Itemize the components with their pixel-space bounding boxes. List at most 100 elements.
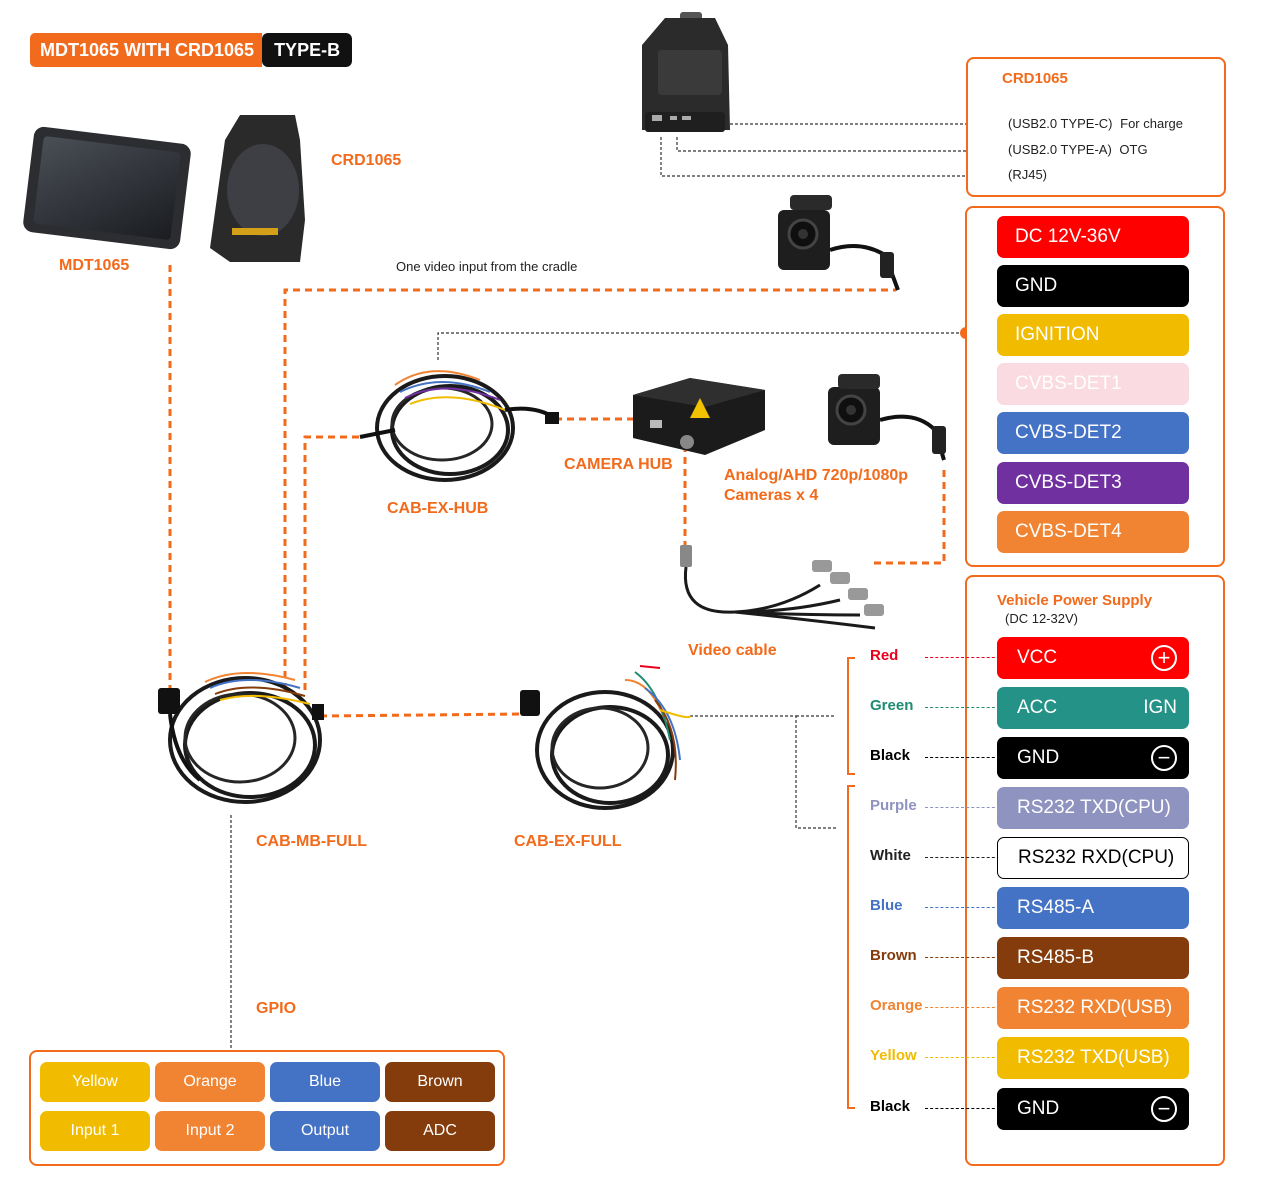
hub-item-cvbs4-label: CVBS-DET4	[1015, 521, 1122, 542]
power-pin-2: GND −	[997, 737, 1189, 779]
hub-item-ignition-label: IGNITION	[1015, 324, 1100, 345]
port-usb-a: (USB2.0 TYPE-A) OTG	[1008, 142, 1148, 157]
port-usb-a-note: OTG	[1119, 142, 1148, 157]
ex-full-wire-a	[690, 715, 836, 829]
power-pin-label-3: RS232 TXD(CPU)	[1017, 797, 1171, 818]
power-pin-label-5: RS485-A	[1017, 897, 1095, 918]
power-pin-label-9: GND	[1017, 1098, 1060, 1119]
cab-ex-full-label: CAB-EX-FULL	[514, 833, 622, 850]
tablet-image	[23, 126, 191, 250]
power-pin-label-7: RS232 RXD(USB)	[1017, 997, 1173, 1018]
power-box-subtitle: (DC 12-32V)	[1005, 611, 1078, 626]
cradle-image	[210, 115, 305, 262]
cab-ex-hub-cable-image	[359, 370, 559, 482]
wire-line-1	[925, 707, 1000, 708]
power-pin-label-0: VCC	[1017, 647, 1058, 668]
title-type-badge: TYPE-B	[262, 33, 353, 67]
wire-label-3: Purple	[870, 797, 917, 814]
hub-item-cvbs1-label: CVBS-DET1	[1015, 373, 1122, 394]
gpio-color-yellow: Yellow	[40, 1062, 150, 1102]
tablet-label: MDT1065	[59, 257, 130, 274]
cab-ex-full-cable-image	[520, 665, 691, 810]
mb-to-ex-wire	[319, 712, 526, 718]
cab-mb-full-label: CAB-MB-FULL	[256, 833, 368, 850]
hub-item-cvbs4: CVBS-DET4	[997, 511, 1189, 553]
gpio-label: GPIO	[256, 1000, 297, 1017]
camera-1-image	[778, 195, 900, 291]
wire-line-6	[925, 957, 1000, 958]
wire-line-5	[925, 907, 1000, 908]
gpio-color-brown: Brown	[385, 1062, 495, 1102]
signal-bracket	[847, 785, 855, 1109]
port-usb-c-note: For charge	[1120, 116, 1184, 131]
hub-item-gnd: GND	[997, 265, 1189, 307]
hub-item-dc: DC 12V-36V	[997, 216, 1189, 258]
crd1065-port-box: CRD1065	[966, 57, 1226, 197]
crd-box-title: CRD1065	[1002, 70, 1068, 87]
port-usb-c: (USB2.0 TYPE-C) For charge	[1008, 116, 1183, 131]
hub-harness-wire	[437, 332, 966, 360]
hub-cable-wire	[303, 435, 360, 690]
video-cable-label: Video cable	[688, 642, 777, 659]
minus-icon: −	[1151, 1096, 1177, 1122]
wire-label-2: Black	[870, 747, 911, 764]
camera-2-image	[828, 374, 946, 461]
wire-line-2	[925, 757, 1000, 758]
power-pin-5: RS485-A	[997, 887, 1189, 929]
power-pin-label-1: ACC	[1017, 697, 1058, 718]
power-pin-3: RS232 TXD(CPU)	[997, 787, 1189, 829]
power-pin-1: ACC IGN	[997, 687, 1189, 729]
wire-line-4	[925, 857, 1000, 858]
camera-hub-image	[633, 378, 765, 455]
video-cable-image	[680, 545, 884, 630]
hub-item-ignition: IGNITION	[997, 314, 1189, 356]
minus-icon: −	[1151, 745, 1177, 771]
hub-item-cvbs2: CVBS-DET2	[997, 412, 1189, 454]
cradle-rear-image	[642, 12, 730, 132]
power-pin-8: RS232 TXD(USB)	[997, 1037, 1189, 1079]
hub-item-cvbs3: CVBS-DET3	[997, 462, 1189, 504]
cradle-label: CRD1065	[331, 152, 402, 169]
title-main: MDT1065 WITH CRD1065	[30, 33, 263, 67]
gpio-func-input1: Input 1	[40, 1111, 150, 1151]
wire-label-9: Black	[870, 1098, 911, 1115]
gpio-func-input2: Input 2	[155, 1111, 265, 1151]
power-pin-4: RS232 RXD(CPU)	[997, 837, 1189, 879]
hub-item-gnd-label: GND	[1015, 275, 1058, 296]
video-input-note: One video input from the cradle	[396, 259, 578, 274]
wire-line-0	[925, 657, 1000, 658]
hub-item-dc-label: DC 12V-36V	[1015, 226, 1121, 247]
wire-line-3	[925, 807, 1000, 808]
wire-label-4: White	[870, 847, 911, 864]
power-pin-label-8: RS232 TXD(USB)	[1017, 1047, 1170, 1068]
power-pin-extra-1: IGN	[1143, 697, 1177, 718]
wire-label-1: Green	[870, 697, 914, 714]
wire-line-8	[925, 1057, 1000, 1058]
wire-label-7: Orange	[870, 997, 923, 1014]
usb-a-wire	[676, 137, 1008, 152]
gpio-color-blue: Blue	[270, 1062, 380, 1102]
cameras-label-line1: Analog/AHD 720p/1080p	[724, 467, 909, 484]
hub-item-cvbs3-label: CVBS-DET3	[1015, 472, 1122, 493]
wire-label-0: Red	[870, 647, 899, 664]
power-pin-label-4: RS232 RXD(CPU)	[1018, 847, 1175, 868]
plus-icon: +	[1151, 645, 1177, 671]
port-rj45-label: (RJ45)	[1008, 167, 1048, 182]
cab-mb-full-cable-image	[158, 672, 324, 804]
port-rj45: (RJ45)	[1008, 167, 1047, 182]
hub-item-cvbs2-label: CVBS-DET2	[1015, 422, 1122, 443]
wire-label-5: Blue	[870, 897, 903, 914]
port-usb-a-label: (USB2.0 TYPE-A)	[1008, 142, 1112, 157]
power-pin-0: VCC +	[997, 637, 1189, 679]
hub-item-cvbs1: CVBS-DET1	[997, 363, 1189, 405]
power-pin-7: RS232 RXD(USB)	[997, 987, 1189, 1029]
rj45-wire	[660, 137, 1008, 177]
gpio-color-orange: Orange	[155, 1062, 265, 1102]
gpio-func-output: Output	[270, 1111, 380, 1151]
page-title: MDT1065 WITH CRD1065 TYPE-B	[30, 33, 353, 67]
wire-label-8: Yellow	[870, 1047, 917, 1064]
power-box-title: Vehicle Power Supply	[997, 592, 1153, 609]
power-bracket	[847, 657, 855, 775]
power-pin-label-2: GND	[1017, 747, 1060, 768]
wire-line-9	[925, 1108, 1000, 1109]
